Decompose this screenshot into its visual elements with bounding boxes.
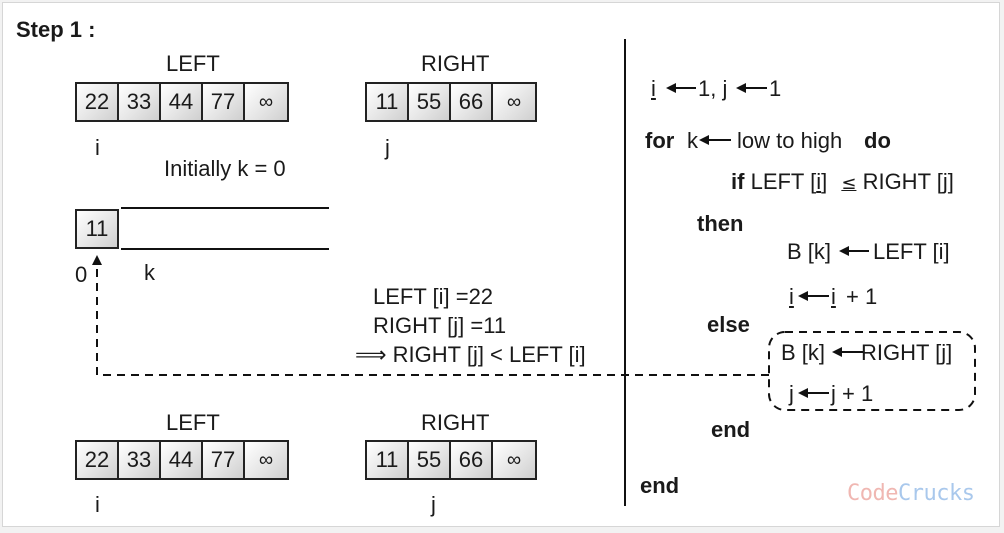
- comparison-line-3: ⟹ RIGHT [j] < LEFT [i]: [355, 342, 586, 368]
- else-branch-highlight-box: [768, 331, 976, 411]
- bottom-right-array-label: RIGHT: [421, 410, 490, 435]
- code-assign-b-left-pre: B [k]: [787, 239, 832, 264]
- step-title: Step 1 :: [16, 17, 96, 42]
- watermark-part-1: Code: [847, 481, 898, 506]
- bottom-left-array: 22 33 44 77 ∞: [75, 440, 289, 480]
- code-for-var: k: [687, 128, 698, 153]
- code-inc-j-lhs: j: [789, 381, 794, 406]
- code-if-keyword: if: [731, 169, 745, 194]
- comparison-conclusion: RIGHT [j] < LEFT [i]: [392, 342, 586, 367]
- array-cell-sentinel: ∞: [243, 82, 289, 122]
- array-cell: 55: [407, 82, 451, 122]
- output-index-label: 0: [75, 262, 88, 287]
- top-i-marker: i: [95, 135, 100, 160]
- array-cell: 77: [201, 440, 245, 480]
- code-end-outer: end: [640, 473, 680, 498]
- array-cell: 22: [75, 82, 119, 122]
- array-cell: 11: [365, 440, 409, 480]
- array-cell-sentinel: ∞: [491, 82, 537, 122]
- array-cell: 33: [117, 82, 161, 122]
- top-left-array: 22 33 44 77 ∞: [75, 82, 289, 122]
- array-cell: 77: [201, 82, 245, 122]
- code-if-close: ]: [821, 169, 828, 194]
- code-inc-i-plus: + 1: [846, 284, 878, 309]
- array-cell: 66: [449, 82, 493, 122]
- top-j-marker: j: [385, 135, 390, 160]
- array-cell-sentinel: ∞: [243, 440, 289, 480]
- diagram-canvas: Step 1 : LEFT RIGHT 22 33 44 77 ∞ 11 55 …: [2, 2, 1000, 527]
- code-inc-j-rhs: j + 1: [831, 381, 874, 406]
- code-for-range: low to high: [737, 128, 843, 153]
- bottom-right-array: 11 55 66 ∞: [365, 440, 537, 480]
- code-inc-i-rhs: i: [831, 284, 836, 309]
- bottom-i-marker: i: [95, 492, 100, 517]
- code-inc-i-lhs: i: [789, 284, 794, 309]
- code-for-keyword: for: [645, 128, 675, 153]
- top-right-array-label: RIGHT: [421, 51, 490, 76]
- code-if-i: i: [816, 169, 822, 194]
- array-cell-sentinel: ∞: [491, 440, 537, 480]
- watermark-part-2: Crucks: [897, 481, 975, 506]
- array-cell: 55: [407, 440, 451, 480]
- codecrucks-watermark: CodeCrucks: [847, 481, 975, 506]
- output-k-label: k: [144, 260, 155, 285]
- top-right-array: 11 55 66 ∞: [365, 82, 537, 122]
- code-do-keyword: do: [864, 128, 891, 153]
- code-if-right: RIGHT [j]: [862, 169, 954, 194]
- code-end-inner: end: [711, 417, 751, 442]
- code-init-rest: 1, j: [698, 76, 728, 101]
- array-cell: 44: [159, 82, 203, 122]
- output-array: 11: [75, 209, 119, 249]
- array-cell: 66: [449, 440, 493, 480]
- implies-icon: ⟹: [355, 343, 387, 368]
- code-else-keyword: else: [707, 312, 750, 337]
- array-cell: 11: [365, 82, 409, 122]
- code-if-left: LEFT [: [750, 169, 817, 194]
- initial-k-note: Initially k = 0: [164, 156, 286, 181]
- dashed-connector: [92, 255, 769, 376]
- code-init-i: i: [651, 76, 656, 101]
- le-icon: ≤: [841, 173, 857, 194]
- diagram-lines: [92, 39, 976, 506]
- code-assign-b-right-post: RIGHT [j]: [861, 340, 953, 365]
- bottom-j-marker: j: [431, 492, 436, 517]
- code-then-keyword: then: [697, 211, 744, 236]
- code-init-end: 1: [769, 76, 782, 101]
- array-cell: 33: [117, 440, 161, 480]
- comparison-line-2: RIGHT [j] =11: [373, 313, 507, 338]
- code-assign-b-right-pre: B [k]: [781, 340, 826, 365]
- array-cell: 22: [75, 440, 119, 480]
- comparison-line-1: LEFT [i] =22: [373, 284, 494, 309]
- array-cell: 44: [159, 440, 203, 480]
- code-assign-b-left-post: LEFT [i]: [873, 239, 950, 264]
- top-left-array-label: LEFT: [166, 51, 220, 76]
- code-if-line: if LEFT [i] ≤ RIGHT [j]: [731, 169, 954, 195]
- bottom-left-array-label: LEFT: [166, 410, 220, 435]
- output-cell: 11: [75, 209, 119, 249]
